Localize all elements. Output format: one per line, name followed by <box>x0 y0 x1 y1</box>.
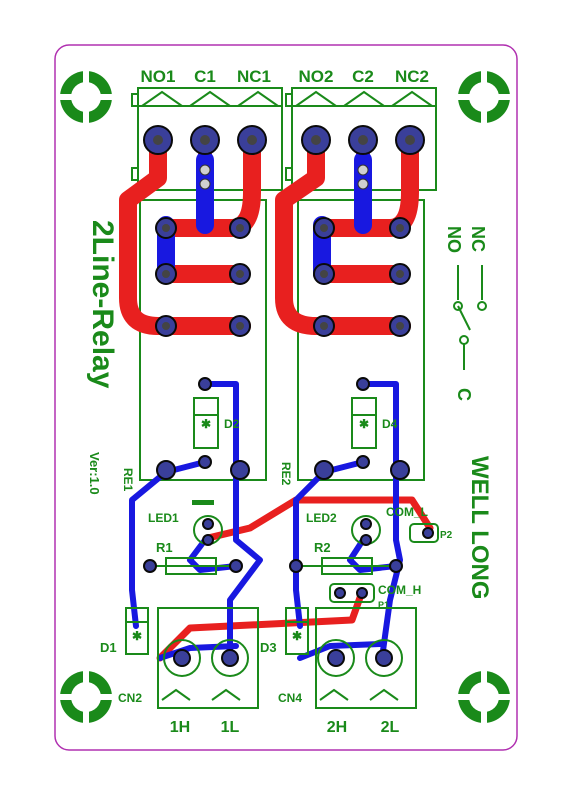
ref-re2: RE2 <box>279 462 293 486</box>
top-copper-traces <box>119 131 434 662</box>
led-1 <box>192 500 223 546</box>
header-p2 <box>409 523 439 543</box>
label-c1: C1 <box>194 67 216 86</box>
legend-nc: NC <box>468 226 488 252</box>
label-no2: NO2 <box>299 67 334 86</box>
diode-d3: ✱ <box>285 607 309 655</box>
brand-label: WELL LONG <box>466 456 493 600</box>
ref-led1: LED1 <box>148 511 179 525</box>
relay-2-coil-pad <box>314 460 334 480</box>
label-1h: 1H <box>170 719 190 736</box>
led-2 <box>351 515 381 546</box>
diode-d1: ✱ <box>125 607 149 655</box>
resistor-r2 <box>289 557 403 575</box>
ref-d4: D4 <box>382 417 398 431</box>
ref-p1: P1 <box>378 600 389 610</box>
ref-d3: D3 <box>260 640 277 655</box>
board-title: 2Line-Relay <box>86 220 119 389</box>
ref-cn2: CN2 <box>118 691 142 705</box>
relay-2-coil-pad-2 <box>390 460 410 480</box>
terminal-block-cn4-outline <box>315 607 417 709</box>
board-version: Ver:1.0 <box>87 452 102 495</box>
label-1l: 1L <box>221 719 240 736</box>
mounting-hole-bottom-left <box>58 669 114 725</box>
mounting-hole-bottom-right <box>456 669 512 725</box>
relay-1-coil-pad-2 <box>230 460 250 480</box>
svg-text:✱: ✱ <box>132 629 142 643</box>
label-c2: C2 <box>352 67 374 86</box>
mounting-hole-top-right <box>456 69 512 125</box>
terminal-block-cn2-outline <box>157 607 259 709</box>
diode-d4: ✱ <box>351 377 377 469</box>
label-no1: NO1 <box>141 67 176 86</box>
ref-p2: P2 <box>440 530 453 541</box>
ref-d1: D1 <box>100 640 117 655</box>
diode-d2: ✱ <box>193 377 219 469</box>
ref-r1: R1 <box>156 540 173 555</box>
header-p1 <box>329 583 375 603</box>
label-2h: 2H <box>327 719 347 736</box>
legend-no: NO <box>444 226 464 253</box>
ref-led2: LED2 <box>306 511 337 525</box>
svg-text:✱: ✱ <box>292 629 302 643</box>
terminal-pads-top <box>143 125 425 190</box>
switch-legend-symbol <box>453 265 487 370</box>
board-outline <box>54 44 518 751</box>
ref-d2: D2 <box>224 417 240 431</box>
svg-text:✱: ✱ <box>359 417 369 431</box>
legend-c: C <box>454 388 474 401</box>
label-nc2: NC2 <box>395 67 429 86</box>
ref-r2: R2 <box>314 540 331 555</box>
label-2l: 2L <box>381 719 400 736</box>
relay-pads <box>155 217 411 337</box>
label-nc1: NC1 <box>237 67 271 86</box>
ref-com-h: COM_H <box>378 583 421 597</box>
svg-text:✱: ✱ <box>201 417 211 431</box>
mounting-hole-top-left <box>58 69 114 125</box>
ref-re1: RE1 <box>121 468 135 492</box>
relay-1-coil-pad <box>156 460 176 480</box>
resistor-r1 <box>143 557 243 575</box>
ref-com-l: COM_L <box>386 505 428 519</box>
terminal-block-1-outline <box>131 87 283 191</box>
ref-cn4: CN4 <box>278 691 302 705</box>
